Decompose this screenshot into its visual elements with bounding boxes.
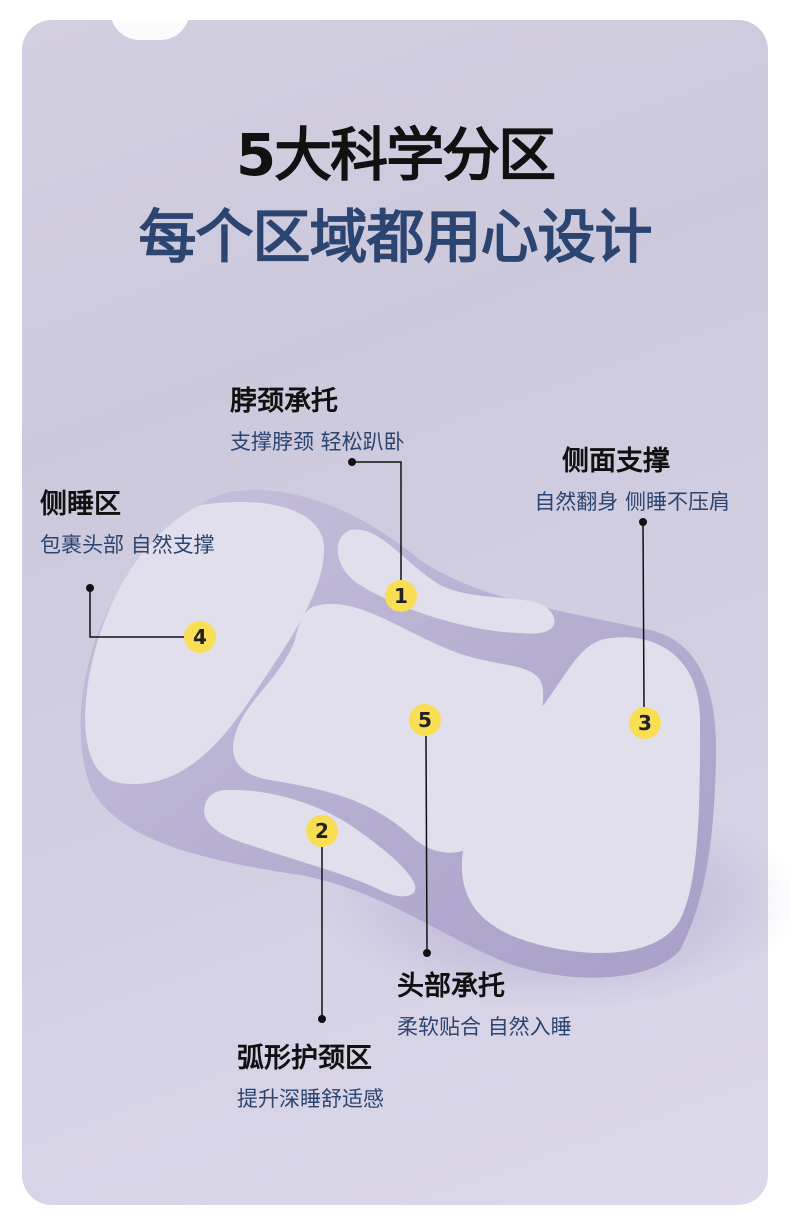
zone-title: 侧睡区 xyxy=(40,489,121,520)
zone-label-side-sleep: 侧睡区 包裹头部 自然支撑 xyxy=(40,488,215,560)
zone-title: 头部承托 xyxy=(397,971,505,1002)
zone-desc: 提升深睡舒适感 xyxy=(237,1087,384,1111)
pillow-pad-1 xyxy=(337,529,555,634)
zone-title: 侧面支撑 xyxy=(562,446,670,477)
page-title: 5大科学分区 xyxy=(235,121,556,189)
zone-desc: 支撑脖颈 轻松趴卧 xyxy=(230,430,405,454)
zone-label-head-support: 头部承托 柔软贴合 自然入睡 xyxy=(397,970,572,1042)
zone-label-curved-neck: 弧形护颈区 提升深睡舒适感 xyxy=(237,1042,384,1114)
pillow-pad-2 xyxy=(204,789,416,897)
callout-dots xyxy=(86,458,647,1023)
zone-desc: 包裹头部 自然支撑 xyxy=(40,533,215,557)
zone-desc: 自然翻身 侧睡不压肩 xyxy=(534,490,730,514)
zone-badge-5: 5 xyxy=(409,704,441,736)
zone-title: 脖颈承托 xyxy=(230,386,338,417)
zone-label-neck-support: 脖颈承托 支撑脖颈 轻松趴卧 xyxy=(230,385,405,457)
zone-label-side-support: 侧面支撑 自然翻身 侧睡不压肩 xyxy=(534,445,730,517)
zone-title: 弧形护颈区 xyxy=(237,1043,372,1074)
zone-badge-2: 2 xyxy=(306,815,338,847)
pillow-pad-5 xyxy=(233,604,544,853)
callout-lines xyxy=(89,461,645,1019)
zone-desc: 柔软贴合 自然入睡 xyxy=(397,1015,572,1039)
page-subtitle: 每个区域都用心设计 xyxy=(138,203,652,271)
zone-badge-1: 1 xyxy=(385,580,417,612)
zone-badge-3: 3 xyxy=(629,707,661,739)
zone-badge-4: 4 xyxy=(184,621,216,653)
